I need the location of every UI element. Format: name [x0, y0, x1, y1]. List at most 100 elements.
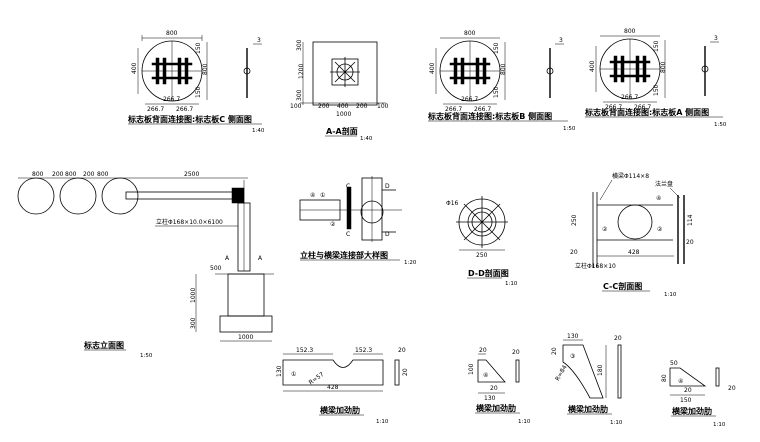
section-aa-title: A-A剖面: [326, 126, 358, 136]
elev-dim-base-w: 500: [210, 265, 222, 272]
rib2-dim-a: 20: [479, 347, 487, 354]
elev-dim-h1: 1000: [190, 288, 197, 303]
board-b-scale: 1:50: [563, 126, 576, 132]
rib3-dim-t: 20: [614, 335, 622, 342]
board-a-dim-top: 800: [624, 28, 636, 35]
rib-2-view: 20 100 ④ 20 130 20 横梁加劲肋 1:10: [468, 347, 531, 425]
section-aa-dim-l2: 1200: [298, 64, 305, 79]
joint-mark-1: ①: [320, 192, 325, 199]
board-b-title: 标志板背面连接图:标志板B 侧面图: [427, 111, 552, 121]
board-b-dim-bl2: 266.7: [474, 106, 491, 113]
joint-sec-c-bot: C: [346, 231, 350, 238]
joint-sec-c-top: C: [346, 183, 350, 190]
rib2-dim-c: 130: [484, 395, 496, 402]
elevation-title: 标志立面图: [83, 340, 124, 350]
foundation-plinth: [227, 273, 265, 317]
board-a-brackets: [609, 55, 651, 83]
board-b-dim-left: 400: [429, 62, 436, 74]
board-a-dim-r1: 150: [653, 40, 660, 52]
elevation-scale: 1:50: [140, 353, 153, 359]
elev-dim-d4: 200: [83, 171, 95, 178]
elev-dim-d6: 2500: [184, 171, 199, 178]
board-c-dim-r2: 800: [202, 63, 209, 75]
elevation-view: 800 200 800 200 800 2500 立柱Φ168×10.0×610…: [17, 171, 274, 359]
section-aa-dim-l1: 300: [296, 39, 303, 51]
rib-1-view: 152.3 152.3 20 130 ① R=57 428 20 横梁加劲肋 1…: [276, 347, 409, 425]
rib1-dim-t: 20: [402, 368, 409, 376]
rib2-mark: ④: [483, 372, 488, 379]
board-b-dim-bl1: 266.7: [445, 106, 462, 113]
crossbeam: [125, 191, 239, 200]
joint-sec-d-top: D: [385, 183, 390, 190]
board-c-dim-bl1: 266.7: [147, 106, 164, 113]
joint-mark-4: ④: [310, 192, 315, 199]
board-a-dim-left: 400: [589, 60, 596, 72]
rib2-dim-b: 20: [490, 385, 498, 392]
rib1-scale: 1:10: [376, 419, 389, 425]
board-b-brackets: [449, 57, 491, 85]
section-aa-dim-b5: 100: [377, 103, 389, 110]
dd-title: D-D剖面图: [468, 268, 509, 278]
section-aa-plate: [312, 41, 378, 106]
cc-column-circle: [617, 204, 653, 240]
joint-detail-view: C D C D ④ ① ② 立柱与横梁连接部大样图 1:20: [299, 176, 417, 266]
board-a-dim-bm: 266.7: [621, 94, 638, 101]
board-a-dim-r2: 800: [660, 61, 667, 73]
rib1-dim-c: 20: [398, 347, 406, 354]
cc-label-beam: 横梁Φ114×8: [612, 172, 649, 180]
sign-disc-3: [101, 177, 139, 215]
rib2-dim-h: 100: [468, 363, 475, 375]
board-c-brackets: [151, 57, 193, 85]
sign-disc-1: [17, 177, 55, 215]
rib3-mark: ③: [570, 353, 575, 360]
board-b-dim-bm: 266.7: [461, 96, 478, 103]
joint-scale: 1:20: [404, 260, 417, 266]
board-c-title: 标志板背面连接图:标志板C 侧面图: [127, 114, 252, 124]
board-a-dim-r3: 150: [653, 84, 660, 96]
cc-dim-h1: 250: [571, 214, 578, 226]
section-aa-dim-bt: 1000: [336, 111, 351, 118]
board-c-dim-top: 800: [166, 30, 178, 37]
rib-4-outline: [669, 367, 707, 387]
board-b-dim-top: 800: [464, 30, 476, 37]
dd-dim-d: Φ16: [446, 200, 459, 207]
cc-scale: 1:10: [664, 292, 677, 298]
rib3-title: 横梁加劲肋: [568, 404, 608, 414]
rib-3-view: 130 20 ③ R=84 180 20 横梁加劲肋 1:10: [551, 333, 623, 426]
rib3-scale: 1:10: [610, 420, 623, 426]
rib1-dim-w: 428: [327, 384, 339, 391]
board-a-dim-bl2: 266.7: [634, 104, 651, 111]
rib-1-outline: [282, 359, 384, 386]
elev-sec-a-right: A: [258, 255, 263, 262]
board-a-view: 800 400 150 800 150 266.7 266.7 266.7 3 …: [584, 28, 727, 128]
section-aa-dim-l3: 300: [296, 89, 303, 101]
cc-mark-2a: ②: [602, 226, 608, 233]
rib1-title: 横梁加劲肋: [320, 405, 360, 415]
elev-dim-d5: 800: [97, 171, 109, 178]
foundation-footing: [219, 315, 273, 333]
rib-4-view: 50 80 ④ 20 150 20 横梁加劲肋 1:10: [661, 360, 736, 428]
rib1-dim-a: 152.3: [296, 347, 313, 354]
board-b-view: 800 400 150 800 150 266.7 266.7 266.7 3 …: [427, 30, 576, 132]
rib2-scale: 1:10: [518, 419, 531, 425]
rib4-dim-b: 20: [684, 387, 692, 394]
board-b-dim-r1: 150: [493, 42, 500, 54]
rib-3-outline: [562, 344, 604, 399]
rib4-dim-t: 20: [728, 385, 736, 392]
board-c-side-thk: 3: [257, 37, 261, 44]
cc-label-flange: 法兰盘: [655, 180, 673, 188]
rib3-dim-a: 130: [567, 333, 579, 340]
board-b-dim-r3: 150: [493, 86, 500, 98]
elev-sec-a-left: A: [225, 255, 230, 262]
section-aa-dim-b1: 100: [290, 103, 302, 110]
rib1-mark: ①: [291, 371, 296, 378]
section-aa-dim-b3: 400: [337, 103, 349, 110]
board-b-dim-r2: 800: [500, 63, 507, 75]
section-dd-view: Φ16 250 D-D剖面图 1:10: [446, 196, 518, 287]
rib4-mark: ④: [678, 378, 683, 385]
cc-title: C-C剖面图: [603, 281, 642, 291]
sign-disc-2: [59, 177, 97, 215]
rib4-title: 横梁加劲肋: [672, 406, 712, 416]
board-b-side-thk: 3: [559, 37, 563, 44]
